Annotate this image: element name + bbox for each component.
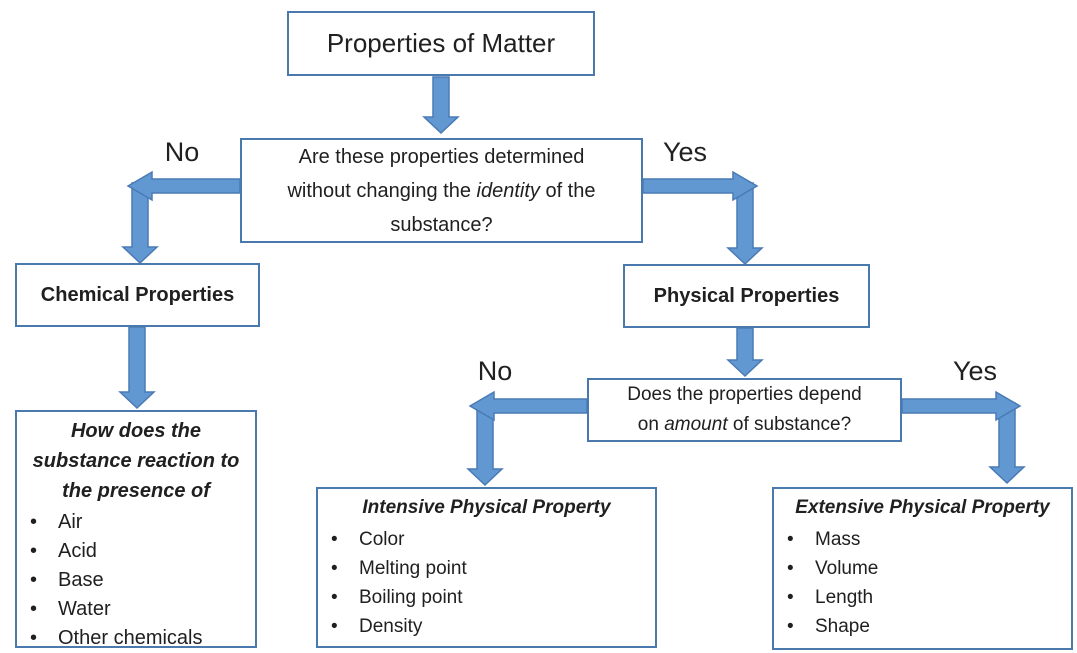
decision1-box: Are these properties determined without … <box>240 138 643 243</box>
list-item: Volume <box>774 554 1071 583</box>
arrow-physical-to-decision2 <box>726 327 764 378</box>
list-item: Air <box>17 508 255 537</box>
decision1-no-label: No <box>164 137 200 167</box>
list-item: Water <box>17 595 255 624</box>
chemical-detail-box: How does the substance reaction to the p… <box>15 410 257 653</box>
arrow-decision1-no-branch <box>121 170 241 265</box>
page-title: Properties of Matter <box>326 28 556 58</box>
intensive-property-box: Intensive Physical Property Color Meltin… <box>316 487 657 648</box>
physical-properties-title: Physical Properties <box>653 284 840 307</box>
title-box: Properties of Matter <box>287 11 595 76</box>
arrow-title-to-decision1 <box>422 76 460 135</box>
intensive-property-heading: Intensive Physical Property <box>362 497 611 518</box>
list-item: Boiling point <box>318 583 655 612</box>
list-item: Color <box>318 525 655 554</box>
arrow-decision2-no-branch <box>466 390 588 487</box>
chemical-properties-title: Chemical Properties <box>40 283 235 306</box>
chemical-properties-box: Chemical Properties <box>15 263 260 327</box>
list-item: Length <box>774 583 1071 612</box>
decision2-text: Does the properties depend on amount of … <box>627 384 862 435</box>
list-item: Melting point <box>318 554 655 583</box>
chemical-detail-list: Air Acid Base Water Other chemicals <box>17 508 255 653</box>
arrow-chemical-to-detail <box>118 326 156 410</box>
arrow-decision1-yes-branch <box>642 170 764 266</box>
list-item: Other chemicals <box>17 624 255 653</box>
extensive-property-list: Mass Volume Length Shape <box>774 525 1071 641</box>
intensive-property-list: Color Melting point Boiling point Densit… <box>318 525 655 641</box>
extensive-property-heading: Extensive Physical Property <box>795 497 1050 518</box>
extensive-property-box: Extensive Physical Property Mass Volume … <box>772 487 1073 650</box>
list-item: Acid <box>17 537 255 566</box>
decision1-text: Are these properties determined without … <box>287 145 596 236</box>
list-item: Mass <box>774 525 1071 554</box>
arrow-decision2-yes-branch <box>901 390 1026 485</box>
list-item: Base <box>17 566 255 595</box>
decision1-yes-label: Yes <box>662 137 708 167</box>
physical-properties-box: Physical Properties <box>623 264 870 328</box>
decision2-no-label: No <box>477 356 513 386</box>
list-item: Shape <box>774 612 1071 641</box>
chemical-detail-heading: How does the substance reaction to the p… <box>32 420 240 502</box>
list-item: Density <box>318 612 655 641</box>
decision2-yes-label: Yes <box>952 356 998 386</box>
decision2-box: Does the properties depend on amount of … <box>587 378 902 442</box>
